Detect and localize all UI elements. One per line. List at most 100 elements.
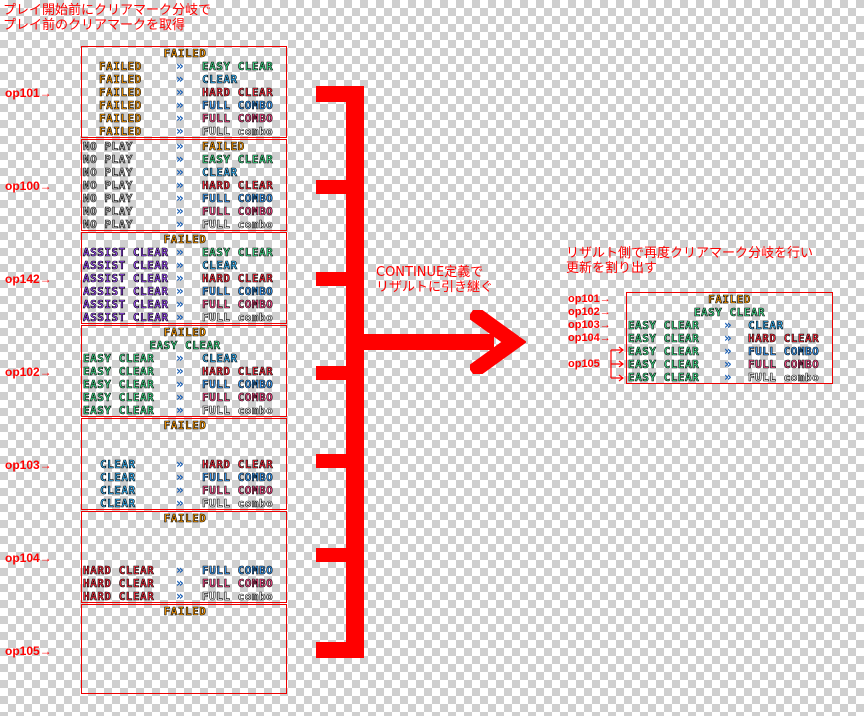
mark-clear: CLEAR [202,73,238,87]
mark-easy: EASY CLEAR [628,319,700,333]
mark-failed: FAILED [99,125,142,139]
mark-fullcombo: FULL COMBO [202,99,274,113]
transition-arrow-icon: » [176,496,184,510]
mark-clear: CLEAR [202,166,238,180]
mark-fullcombo: FULL COMBO [202,564,274,578]
mark-hard: HARD CLEAR [202,365,274,379]
mark-clear: CLEAR [202,352,238,366]
mark-easy: EASY CLEAR [628,345,700,359]
mark-failed: FAILED [99,99,142,113]
transition-arrow-icon: » [176,576,184,590]
op142-box [81,232,287,324]
mark-clear: CLEAR [100,458,136,472]
op-label: op100→ [5,179,52,193]
mark-noplay: NO PLAY [83,192,133,206]
transition-arrow-icon: » [176,139,184,153]
continue-text: CONTINUE定義で リザルトに引き継ぐ [376,265,494,295]
transition-arrow-icon: » [176,85,184,99]
transition-arrow-icon: » [176,178,184,192]
mark-assist: ASSIST CLEAR [83,285,169,299]
transition-arrow-icon: » [176,165,184,179]
mark-easy: EASY CLEAR [628,332,700,346]
bracket-tick [316,454,364,468]
transition-arrow-icon: » [176,111,184,125]
mark-failed: FAILED [163,326,207,340]
transition-arrow-icon: » [176,589,184,603]
mark-fullcombo: FULL COMBO [202,577,274,591]
transition-arrow-icon: » [176,284,184,298]
mark-failed: FAILED [708,293,751,307]
transition-arrow-icon: » [724,357,732,371]
mark-failed: FAILED [99,60,142,74]
transition-arrow-icon: » [176,563,184,577]
mark-failed: FAILED [163,233,207,247]
left-title: プレイ開始前にクリアマーク分岐で プレイ前のクリアマークを取得 [3,3,212,33]
mark-clear: CLEAR [100,471,136,485]
op103-box [81,418,287,510]
mark-fullcombo: FULL COMBO [202,484,274,498]
mark-assist: ASSIST CLEAR [83,259,169,273]
transition-arrow-icon: » [176,377,184,391]
mark-failed: FAILED [99,73,142,87]
mark-hard: HARD CLEAR [748,332,820,346]
mark-hard: HARD CLEAR [83,564,155,578]
transition-arrow-icon: » [176,98,184,112]
mark-noplay: NO PLAY [83,218,133,232]
mark-fullcombo: FULL COMBO [202,285,274,299]
arrow-shaft [364,334,494,350]
transition-arrow-icon: » [724,318,732,332]
mark-hard: HARD CLEAR [83,590,155,604]
right-op-label: op103→ [568,319,611,331]
mark-fullcombo: FULL COMBO [202,378,274,392]
bracket-tick [316,86,364,102]
mark-fullcombo_lower: FULL combo [202,218,274,232]
transition-arrow-icon: » [176,271,184,285]
right-op-label: op105 [568,358,600,370]
mark-fullcombo: FULL COMBO [202,298,274,312]
bracket-tick [316,548,364,562]
transition-arrow-icon: » [176,245,184,259]
mark-noplay: NO PLAY [83,166,133,180]
mark-noplay: NO PLAY [83,179,133,193]
op-label: op103→ [5,458,52,472]
mark-clear: CLEAR [202,259,238,273]
op100-box [81,139,287,231]
transition-arrow-icon: » [176,310,184,324]
transition-arrow-icon: » [176,217,184,231]
arrow-head [470,310,526,374]
op-label: op101→ [5,86,52,100]
transition-arrow-icon: » [176,204,184,218]
bracket-tick [316,642,364,658]
op105-fork-icon [610,346,624,382]
mark-noplay: NO PLAY [83,205,133,219]
right-title: リザルト側で再度クリアマーク分岐を行い 更新を割り出す [566,246,814,276]
transition-arrow-icon: » [176,191,184,205]
mark-easy: EASY CLEAR [693,306,766,320]
mark-easy: EASY CLEAR [83,404,155,418]
bracket-tick [316,366,364,380]
transition-arrow-icon: » [724,344,732,358]
mark-clear: CLEAR [100,497,136,511]
transition-arrow-icon: » [176,403,184,417]
mark-failed: FAILED [163,47,207,61]
transition-arrow-icon: » [176,483,184,497]
transition-arrow-icon: » [724,370,732,384]
transition-arrow-icon: » [176,351,184,365]
op104-box [81,511,287,603]
mark-noplay: NO PLAY [83,153,133,167]
transition-arrow-icon: » [176,390,184,404]
mark-easy: EASY CLEAR [202,153,274,167]
mark-failed: FAILED [99,112,142,126]
mark-failed: FAILED [202,140,245,154]
mark-easy: EASY CLEAR [628,358,700,372]
mark-easy: EASY CLEAR [83,391,155,405]
mark-easy: EASY CLEAR [202,246,274,260]
mark-easy: EASY CLEAR [202,60,274,74]
mark-hard: HARD CLEAR [202,458,274,472]
mark-fullcombo_lower: FULL combo [202,590,274,604]
op-label: op104→ [5,551,52,565]
mark-fullcombo: FULL COMBO [202,205,274,219]
mark-assist: ASSIST CLEAR [83,272,169,286]
mark-fullcombo_lower: FULL combo [202,497,274,511]
transition-arrow-icon: » [176,470,184,484]
